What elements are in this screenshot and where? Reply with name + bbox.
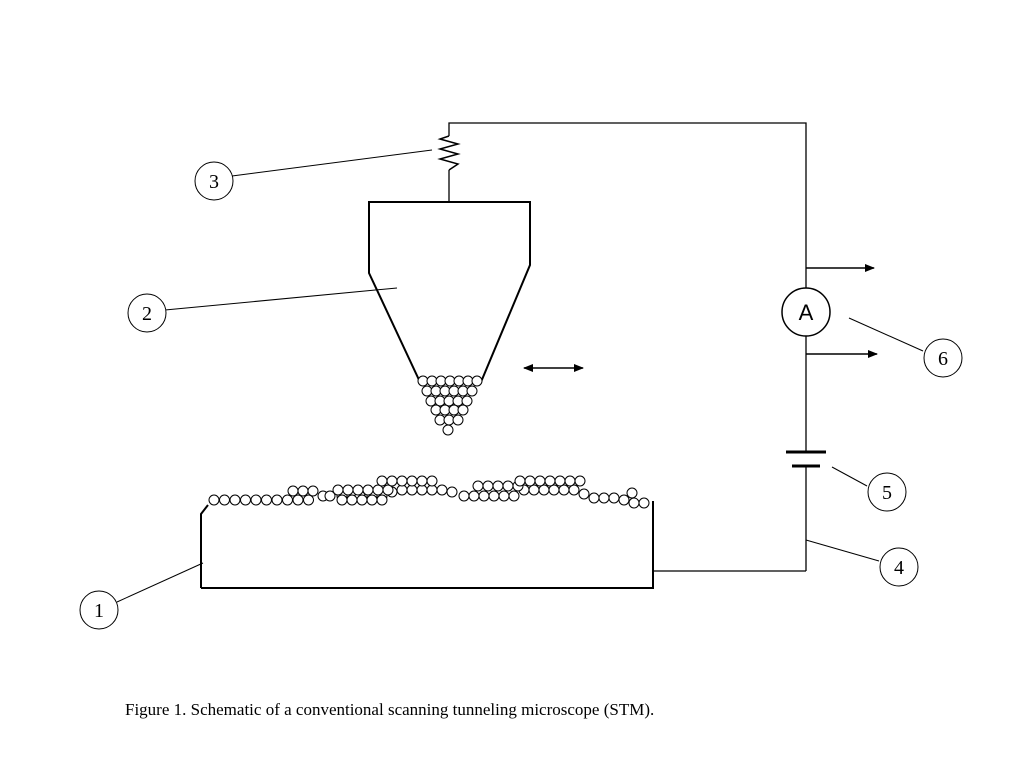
atom [508, 490, 520, 502]
atom [514, 475, 526, 487]
atom [548, 484, 560, 496]
atom [332, 484, 344, 496]
atom [482, 480, 494, 492]
surface-atoms [208, 475, 650, 509]
atom [416, 475, 428, 487]
atom [307, 485, 319, 497]
atom [468, 490, 480, 502]
output-arrows [806, 264, 878, 358]
atom [386, 475, 398, 487]
atom [426, 475, 438, 487]
atom [208, 494, 220, 506]
atom [626, 487, 638, 499]
callout-5: 5 [867, 472, 907, 512]
callout-2: 2 [127, 293, 167, 333]
atom [240, 494, 251, 506]
atom [406, 475, 418, 487]
atom [488, 490, 500, 502]
atom [446, 486, 458, 498]
atom [598, 492, 610, 504]
atom [442, 424, 454, 436]
tip-atoms [417, 375, 483, 436]
atom [554, 475, 566, 487]
atom [638, 497, 650, 509]
atom [457, 404, 469, 416]
atom [324, 490, 336, 502]
atom [366, 494, 378, 506]
atom [472, 480, 484, 492]
atom [538, 484, 550, 496]
atom [297, 485, 309, 497]
atom [628, 497, 640, 509]
atom [229, 494, 241, 506]
atom [372, 484, 384, 496]
atom [292, 494, 304, 506]
atom [502, 480, 514, 492]
leader-lines [116, 149, 924, 603]
atom [564, 475, 576, 487]
atom [461, 395, 473, 407]
atom [471, 375, 483, 387]
atom [458, 490, 470, 502]
atom [574, 475, 586, 487]
atom [524, 475, 536, 487]
sample-block [200, 501, 654, 589]
atom [287, 485, 299, 497]
atom [618, 494, 630, 506]
callout-1-label: 1 [94, 600, 104, 622]
atom [528, 484, 540, 496]
atom [568, 484, 580, 496]
atom [282, 494, 293, 506]
atom [436, 484, 448, 496]
atom [342, 484, 354, 496]
atom [352, 484, 364, 496]
callout-3-label: 3 [209, 171, 219, 193]
battery [786, 450, 826, 468]
atom [271, 494, 283, 506]
callout-6-label: 6 [938, 348, 948, 370]
callout-6: 6 [923, 338, 963, 378]
atom [396, 475, 408, 487]
atom [478, 490, 490, 502]
ammeter-label: A [799, 300, 814, 325]
circuit-wires [448, 122, 807, 572]
resistor-spring [437, 135, 461, 171]
atom [336, 494, 348, 506]
atom [376, 494, 388, 506]
atom [534, 475, 546, 487]
callout-3: 3 [194, 161, 234, 201]
atom [578, 488, 590, 500]
atom [250, 494, 262, 506]
atom [376, 475, 388, 487]
callout-5-label: 5 [882, 482, 892, 504]
atom [558, 484, 570, 496]
atom [608, 492, 620, 504]
atom [544, 475, 556, 487]
callout-4-label: 4 [894, 557, 904, 579]
atom [492, 480, 504, 492]
callout-2-label: 2 [142, 303, 152, 325]
atom [498, 490, 510, 502]
atom [362, 484, 374, 496]
callout-1: 1 [79, 590, 119, 630]
atom [261, 494, 272, 506]
atom [466, 385, 478, 397]
atom [356, 494, 368, 506]
atom [219, 494, 230, 506]
ammeter: A [781, 287, 831, 337]
figure-caption: Figure 1. Schematic of a conventional sc… [125, 700, 655, 719]
callout-4: 4 [879, 547, 919, 587]
tip-holder [368, 201, 531, 383]
atom [588, 492, 600, 504]
atom [382, 484, 394, 496]
atom [303, 494, 314, 506]
atom [452, 414, 464, 426]
atom [346, 494, 358, 506]
